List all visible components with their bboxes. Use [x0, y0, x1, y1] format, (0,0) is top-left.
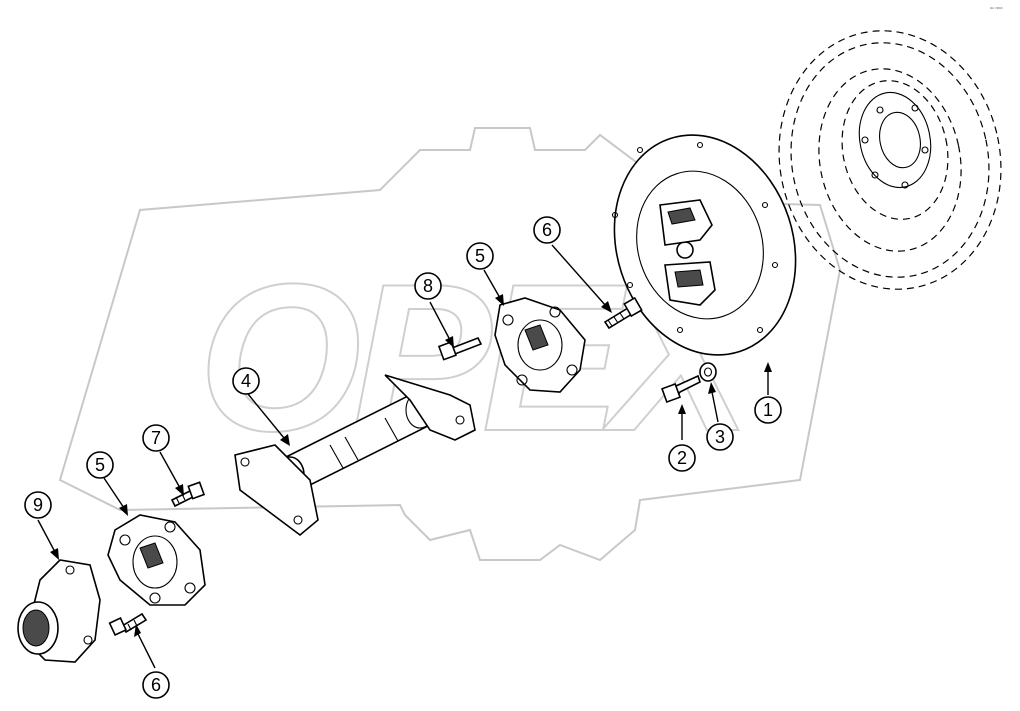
coupling-part-5-upper — [494, 297, 586, 393]
callout-5-upper: 5 — [466, 242, 494, 270]
callout-label: 1 — [763, 400, 773, 420]
arrowhead-7 — [175, 484, 184, 496]
callout-label: 9 — [33, 495, 43, 515]
drive-plate — [611, 134, 797, 356]
callout-label: 7 — [151, 428, 161, 448]
callout-9: 9 — [24, 491, 52, 519]
watermark-gear-outline — [58, 127, 842, 562]
arrowhead-6b — [134, 624, 141, 637]
drive-shaft-part-4 — [234, 374, 476, 537]
callout-5-lower: 5 — [86, 451, 114, 479]
bolt-part-6-lower — [108, 612, 148, 637]
washer-part-3 — [699, 362, 717, 382]
callout-3: 3 — [706, 423, 734, 451]
callout-label: 6 — [542, 220, 552, 240]
callout-label: 8 — [423, 276, 433, 296]
callout-2: 2 — [668, 444, 696, 472]
arrowhead-8 — [445, 336, 454, 348]
callout-label: 6 — [151, 675, 161, 695]
arrowhead-5a — [495, 294, 504, 306]
callout-label: 5 — [475, 246, 485, 266]
callout-label: 5 — [95, 455, 105, 475]
callout-1: 1 — [754, 396, 782, 424]
arrowhead-1 — [764, 362, 772, 372]
callout-7: 7 — [142, 424, 170, 452]
bolt-part-8 — [437, 336, 483, 361]
callout-label: 4 — [241, 371, 251, 391]
arrowhead-5b — [119, 504, 128, 516]
callout-8: 8 — [414, 272, 442, 300]
coupling-part-5-lower — [107, 514, 206, 606]
bolt-part-6-upper — [603, 296, 643, 330]
callout-6-lower: 6 — [142, 671, 170, 699]
callout-label: 3 — [715, 427, 725, 447]
arrowhead-6a — [601, 301, 612, 313]
callout-label: 2 — [677, 448, 687, 468]
arrowhead-3 — [708, 382, 716, 394]
arrowhead-4 — [280, 434, 290, 446]
arrowhead-9 — [50, 548, 59, 560]
callout-6-upper: 6 — [533, 216, 561, 244]
callout-4: 4 — [232, 367, 260, 395]
leader-lines — [37, 244, 772, 669]
bolt-part-7 — [170, 481, 206, 508]
flywheel — [778, 30, 1002, 290]
corner-mark: ᵃ⁹ ᵒᵖᵉˣ — [990, 6, 1003, 12]
flange-part-9 — [17, 559, 101, 663]
bolt-part-2 — [661, 374, 701, 403]
arrowhead-2 — [678, 404, 686, 414]
